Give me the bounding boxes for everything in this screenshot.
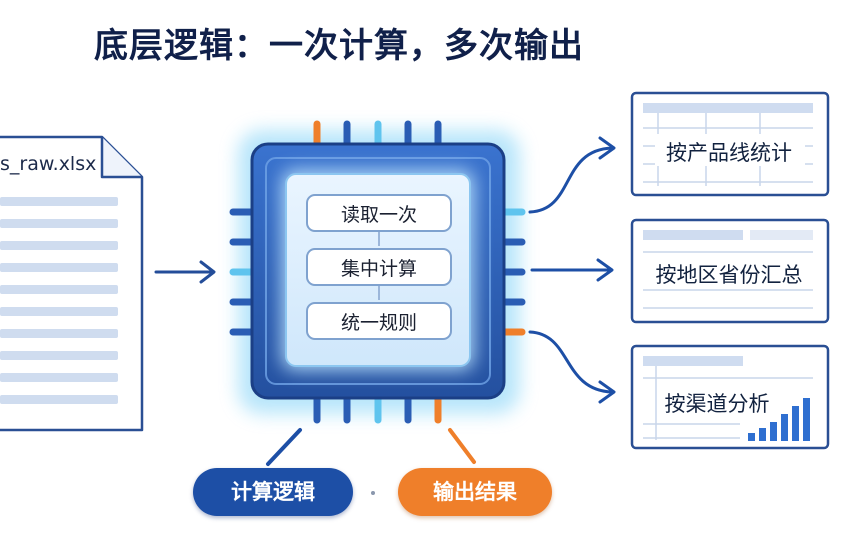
input-file-name: s_raw.xlsx [0, 153, 97, 175]
output-results-badge: 输出结果 [398, 468, 552, 516]
compute-logic-connector [266, 428, 302, 466]
bar-chart-icon [748, 398, 810, 441]
step-centralized-compute: 集中计算 [306, 248, 452, 286]
step-read-once: 读取一次 [306, 194, 452, 232]
output-label-product-line: 按产品线统计 [666, 141, 792, 165]
output-label-channel: 按渠道分析 [664, 392, 770, 416]
output-card-product-line [630, 91, 830, 197]
output-arrow-top [528, 136, 616, 214]
output-arrow-middle [530, 258, 614, 282]
output-card-channel [630, 344, 830, 450]
output-card-region [630, 218, 830, 324]
output-results-connector [448, 428, 476, 464]
legend-separator-dot [371, 491, 375, 495]
page-title: 底层逻辑：一次计算，多次输出 [94, 26, 584, 66]
output-label-region: 按地区省份汇总 [655, 263, 803, 287]
compute-logic-badge: 计算逻辑 [193, 468, 353, 516]
output-arrow-bottom [528, 330, 616, 404]
step-unified-rules: 统一规则 [306, 302, 452, 340]
spreadsheet-file-icon [0, 135, 144, 432]
input-arrow [154, 260, 216, 284]
